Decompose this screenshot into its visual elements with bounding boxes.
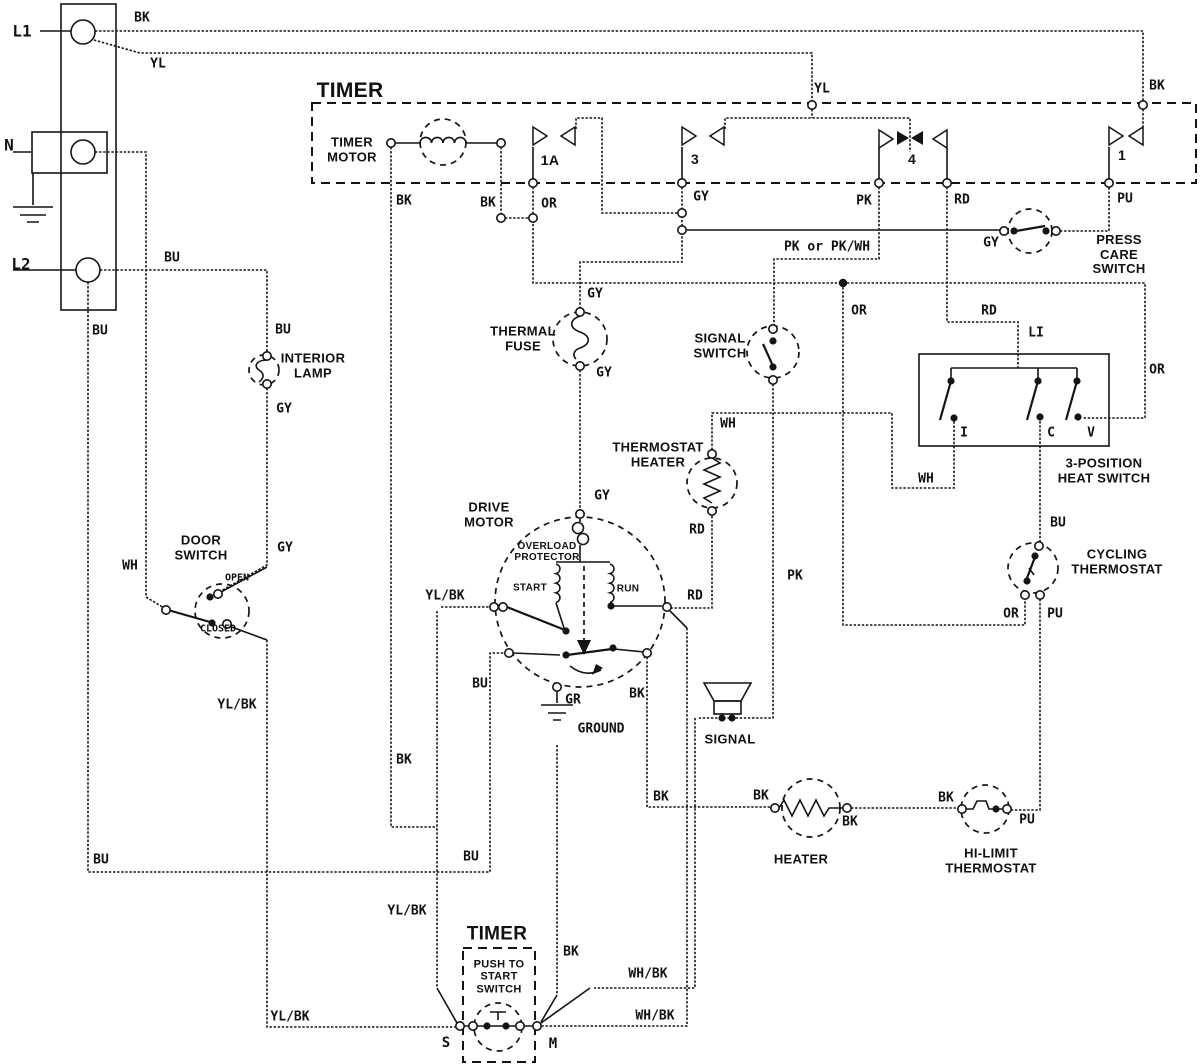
- wire-label-gr-motor: GR: [565, 692, 581, 708]
- wire-label-bu-l2: BU: [164, 250, 180, 266]
- wire-label-bu-cycling: BU: [1050, 515, 1066, 531]
- wire-label-pk-or-pkwh: PK or PK/WH: [783, 239, 871, 255]
- wire-label-pu-contact1: PU: [1117, 191, 1133, 207]
- door-switch-symbol: [167, 566, 268, 639]
- wire-label-bk-timer-top: BK: [1149, 78, 1165, 94]
- component-label-contact-4: 4: [907, 151, 917, 168]
- component-label-press-care-switch: PRESS CARE SWITCH: [1092, 232, 1146, 277]
- wire-label-pu-hilimit: PU: [1019, 812, 1035, 828]
- component-label-signal: SIGNAL: [704, 731, 756, 747]
- wire-label-wh-thermo-heater: WH: [720, 416, 736, 432]
- wire-label-gy-door: GY: [277, 540, 293, 556]
- wire-label-or-1a: OR: [541, 196, 557, 212]
- wire-label-terminal-s: S: [441, 1035, 451, 1051]
- wire-label-rd-heat-switch: RD: [981, 303, 997, 319]
- wire-label-bk-tm-right: BK: [480, 195, 496, 211]
- wire-label-pk-contact4: PK: [856, 193, 872, 209]
- wire-label-bk-tm-left: BK: [396, 193, 412, 209]
- wire-label-ylbk-mid: YL/BK: [387, 903, 427, 919]
- component-label-door-switch: DOOR SWITCH: [174, 532, 228, 562]
- wire-label-ylbk-door: YL/BK: [217, 697, 257, 713]
- wire-label-ylbk-motor: YL/BK: [425, 588, 465, 604]
- wire-label-l2-terminal: L2: [11, 254, 31, 274]
- wire-label-bk-heater-left: BK: [653, 789, 669, 805]
- wire-label-bk-heater-right: BK: [842, 814, 858, 830]
- wire-label-bu-left-top: BU: [92, 323, 108, 339]
- component-label-timer-motor: TIMER MOTOR: [327, 134, 377, 164]
- wire-label-terminal-m: M: [548, 1036, 558, 1052]
- component-label-hi-limit-thermostat: HI-LIMIT THERMOSTAT: [945, 845, 1037, 875]
- wire-label-rd-motor: RD: [687, 588, 703, 604]
- cycling-thermostat-symbol: [1007, 542, 1059, 594]
- wire-label-bk-push-start: BK: [563, 944, 579, 960]
- component-label-contact-1: 1: [1117, 147, 1127, 164]
- component-label-contact-1a: 1A: [540, 152, 560, 169]
- wire-label-heat-pos-v: V: [1087, 425, 1095, 441]
- wire-label-bu-lamp: BU: [275, 322, 291, 338]
- wire-label-gy-fuse-top: GY: [587, 286, 603, 302]
- component-label-push-to-start-switch: PUSH TO START SWITCH: [473, 958, 525, 996]
- component-label-heater: HEATER: [773, 851, 829, 867]
- wire-label-l1-terminal: L1: [12, 21, 32, 41]
- heater-symbol: [778, 778, 843, 838]
- timer-box: [311, 102, 1197, 184]
- wire-label-whbk-bottom: WH/BK: [635, 1008, 675, 1024]
- wire-label-gy-contact3: GY: [693, 189, 709, 205]
- component-label-heat-switch: 3-POSITION HEAT SWITCH: [1057, 455, 1151, 485]
- wire-label-heat-pos-c: C: [1047, 425, 1055, 441]
- component-label-cycling-thermostat: CYCLING THERMOSTAT: [1071, 546, 1163, 576]
- wire-label-gy-motor: GY: [594, 488, 610, 504]
- wire-label-heat-pos-i: I: [960, 425, 968, 441]
- wire-label-or-heat-switch: OR: [1149, 362, 1165, 378]
- wire-label-bu-motor: BU: [472, 676, 488, 692]
- wire-label-bk-l1-top: BK: [134, 10, 150, 26]
- wire-label-wh-heat-switch: WH: [918, 471, 934, 487]
- wire-label-open-contact: OPEN: [224, 572, 250, 584]
- wire-label-ylbk-bottom: YL/BK: [270, 1009, 310, 1025]
- wire-label-wh-door: WH: [122, 558, 138, 574]
- wire-label-gy-fuse-bottom: GY: [596, 365, 612, 381]
- wire-label-pk-signal: PK: [787, 568, 803, 584]
- wire-label-yl-timer-top: YL: [814, 81, 830, 97]
- component-label-overload-protector: OVERLOAD PROTECTOR: [514, 540, 580, 563]
- terminals: [161, 100, 1149, 1031]
- thermostat-heater-symbol: [686, 457, 738, 509]
- component-label-thermostat-heater: THERMOSTAT HEATER: [612, 439, 704, 469]
- wire-label-ground: GROUND: [577, 721, 625, 737]
- wire-label-whbk-top: WH/BK: [628, 966, 668, 982]
- wire-label-n-terminal: N: [4, 135, 14, 155]
- wire-label-or-cycling: OR: [1003, 606, 1019, 622]
- heat-switch-symbol: [918, 353, 1110, 447]
- wire-label-bk-timer-motor-run: BK: [396, 752, 412, 768]
- component-label-drive-motor: DRIVE MOTOR: [464, 499, 514, 529]
- wire-label-bk-heater: BK: [753, 788, 769, 804]
- wire-label-pu-cycling: PU: [1047, 606, 1063, 622]
- wire-label-yl-l1: YL: [150, 56, 166, 72]
- wire-label-bu-right: BU: [463, 849, 479, 865]
- wire-label-li-heat-switch: LI: [1028, 325, 1044, 341]
- component-label-signal-switch: SIGNAL SWITCH: [693, 330, 747, 360]
- wires: [87, 30, 1146, 1028]
- component-label-contact-3: 3: [690, 151, 700, 168]
- signal-buzzer-symbol: [702, 682, 753, 715]
- wire-label-closed-contact: CLOSED: [199, 623, 237, 635]
- component-label-run-winding: RUN: [616, 583, 640, 595]
- component-label-interior-lamp: INTERIOR LAMP: [280, 350, 346, 380]
- wire-label-gy-lamp: GY: [276, 401, 292, 417]
- wire-label-rd-contact4: RD: [954, 192, 970, 208]
- power-terminal-block: [13, 3, 117, 311]
- wire-label-bu-left-bottom: BU: [93, 852, 109, 868]
- wire-label-rd-thermo-heater: RD: [689, 522, 705, 538]
- wire-label-gy-press-care: GY: [983, 235, 999, 251]
- component-label-timer-bottom-title: TIMER: [466, 923, 528, 945]
- wire-label-bk-hilimit: BK: [938, 790, 954, 806]
- wire-label-or-junction: OR: [851, 303, 867, 319]
- wire-label-bk-motor: BK: [629, 686, 645, 702]
- component-label-start-winding: START: [512, 582, 548, 594]
- component-label-thermal-fuse: THERMAL FUSE: [490, 323, 556, 353]
- component-label-timer-title: TIMER: [316, 79, 384, 103]
